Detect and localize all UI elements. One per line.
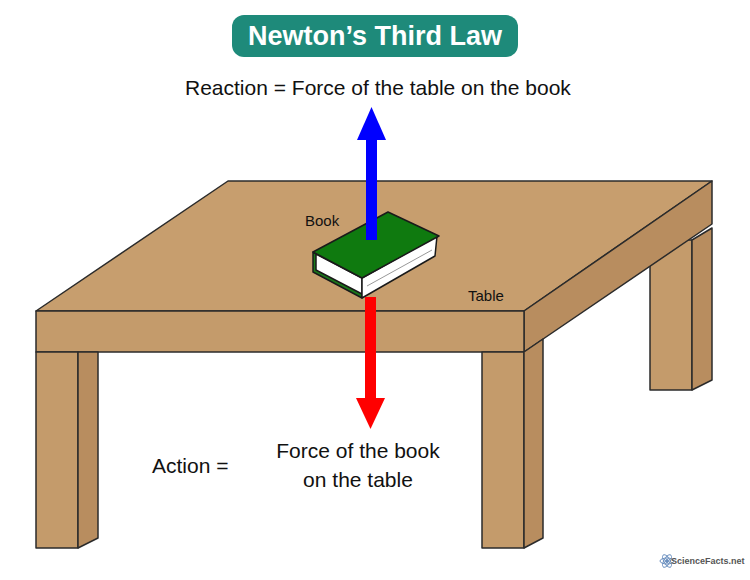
table-leg <box>78 352 98 548</box>
part-name: Table <box>468 286 504 306</box>
reaction-label: Reaction = Force of the table on the boo… <box>185 74 571 102</box>
arrow-shaft <box>365 297 376 401</box>
part-name: Book <box>305 211 339 231</box>
table-edge <box>524 181 712 352</box>
action-label: Force of the book on the table <box>263 436 453 494</box>
action-arrow <box>356 297 385 429</box>
arrow-shaft <box>366 138 377 240</box>
table-leg <box>36 352 78 548</box>
title-banner: Newton’s Third Law <box>232 15 518 57</box>
table-leg <box>524 339 543 548</box>
title-text: Newton’s Third Law <box>248 21 502 51</box>
table-leg <box>482 352 524 548</box>
table-edge <box>36 311 524 352</box>
reaction-arrow <box>357 107 386 240</box>
watermark: ScienceFacts.net <box>671 555 745 567</box>
arrow-head <box>357 107 386 140</box>
arrow-head <box>356 398 385 429</box>
table-leg <box>692 228 712 390</box>
atom-core <box>666 560 669 563</box>
action-label: Action = <box>152 452 228 480</box>
